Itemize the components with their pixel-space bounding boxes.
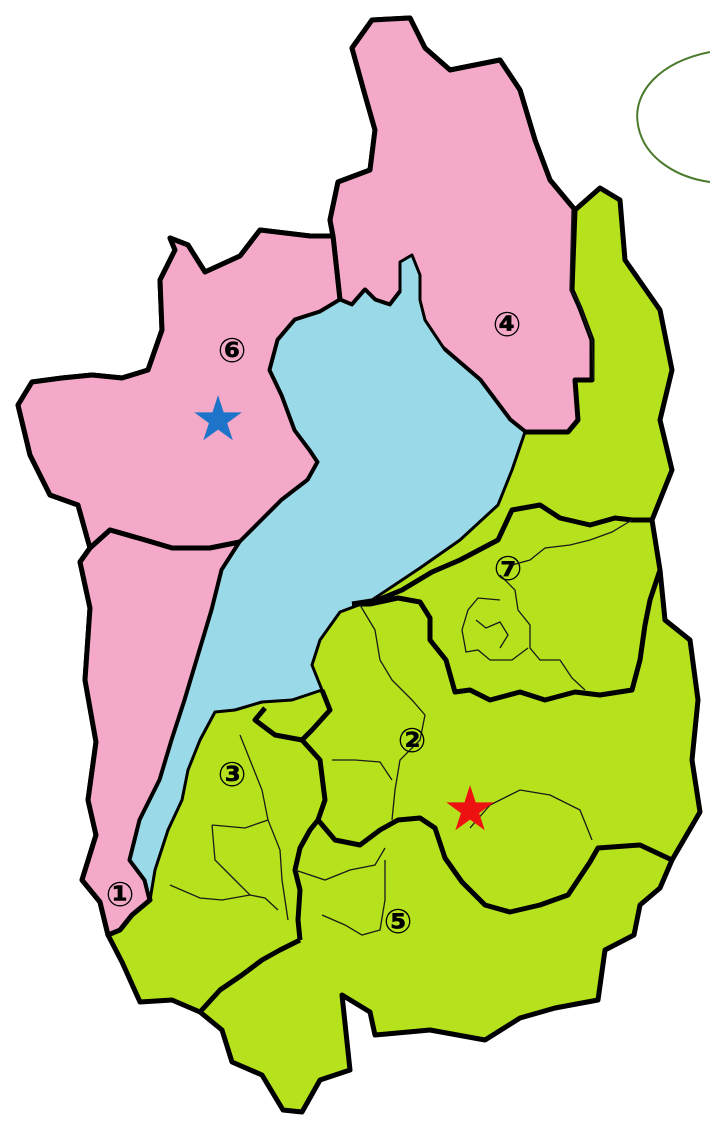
lake (128, 253, 527, 902)
region-2-5-border (316, 815, 674, 915)
region-label-7: ⑦ (494, 549, 523, 589)
region-label-1: ① (106, 875, 135, 915)
region-7-border (351, 502, 663, 703)
region-3-5-border (198, 937, 302, 1014)
region-label-3: ③ (218, 755, 247, 795)
region-label-5: ⑤ (384, 902, 413, 942)
red-star-marker: ★ (442, 772, 498, 845)
region-2-3-border (252, 689, 333, 941)
region-label-4: ④ (493, 305, 522, 345)
callout-ellipse (636, 51, 710, 183)
blue-star-marker: ★ (190, 382, 246, 455)
municipal-borders (169, 209, 633, 936)
region-label-6: ⑥ (218, 331, 247, 371)
region-label-2: ② (398, 721, 427, 761)
